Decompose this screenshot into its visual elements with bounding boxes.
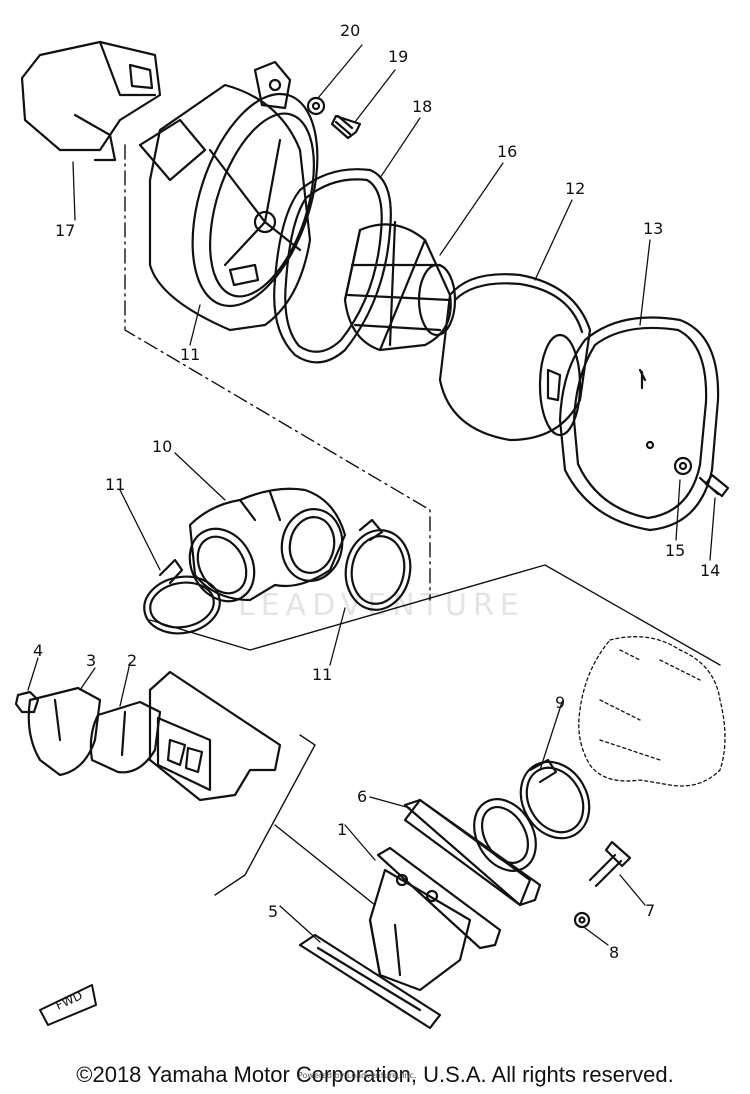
part-8-washer	[573, 911, 591, 929]
part-1-reed-block	[368, 846, 502, 992]
callout-10: 10	[152, 437, 172, 456]
callout-11-right: 11	[312, 665, 332, 684]
part-21-washer	[306, 96, 326, 116]
callout-11-left: 11	[105, 475, 125, 494]
part-12-air-cleaner-case	[138, 60, 319, 332]
watermark-text: LEADVENTURE	[238, 588, 525, 623]
callout-labels: 20 19 18 16 12 13 17 11 10 11 11 15 14 4…	[33, 21, 720, 962]
callout-7: 7	[645, 901, 655, 920]
fwd-arrow-icon: FWD	[39, 984, 97, 1026]
part-16-grommet	[673, 456, 693, 476]
callout-17: 16	[497, 142, 517, 161]
part-18-intake-duct	[20, 40, 162, 162]
callout-8: 8	[609, 943, 619, 962]
part-6-manifold	[403, 798, 542, 907]
callout-18: 17	[55, 221, 75, 240]
part-20-bolt	[330, 114, 362, 140]
callout-19: 18	[412, 97, 432, 116]
part-17-filter-cage	[343, 220, 457, 352]
part-4-nut	[14, 690, 40, 714]
callout-5: 5	[268, 902, 278, 921]
part-10-intake-joint	[188, 487, 347, 603]
part-5-gasket	[298, 933, 442, 1030]
part-11-clamp-right	[344, 518, 412, 611]
part-14-cover	[558, 316, 720, 532]
part-2-reed-plate	[89, 700, 162, 774]
callout-4: 4	[33, 641, 43, 660]
part-13-filter-element	[438, 273, 592, 442]
callout-13: 12	[565, 179, 585, 198]
engine-outline	[578, 636, 726, 787]
part-15-screw	[698, 473, 730, 498]
callout-1: 1	[337, 820, 347, 839]
callout-6: 6	[357, 787, 367, 806]
callout-9: 9	[555, 693, 565, 712]
reed-valve-assembly	[148, 670, 282, 802]
powered-by-stamp: Powered by Leadventure, Inc.	[298, 1071, 417, 1080]
callout-16: 15	[665, 541, 685, 560]
callout-20: 19	[388, 47, 408, 66]
callout-2: 2	[127, 651, 137, 670]
part-19-gasket	[273, 168, 392, 364]
callout-15: 14	[700, 561, 720, 580]
callout-3: 3	[86, 651, 96, 670]
callout-12: 11	[180, 345, 200, 364]
leader-lines	[27, 44, 716, 946]
callout-21: 20	[340, 21, 360, 40]
callout-14: 13	[643, 219, 663, 238]
part-3-reed-stopper	[27, 686, 102, 777]
part-9-clamp	[519, 758, 591, 840]
copyright-notice: ©2018 Yamaha Motor Corporation, U.S.A. A…	[76, 1062, 674, 1087]
fwd-label: FWD	[53, 988, 84, 1013]
group-boundary-lines	[124, 144, 721, 906]
part-11-clamp-left	[143, 558, 221, 635]
part-7-bolt	[588, 840, 632, 888]
